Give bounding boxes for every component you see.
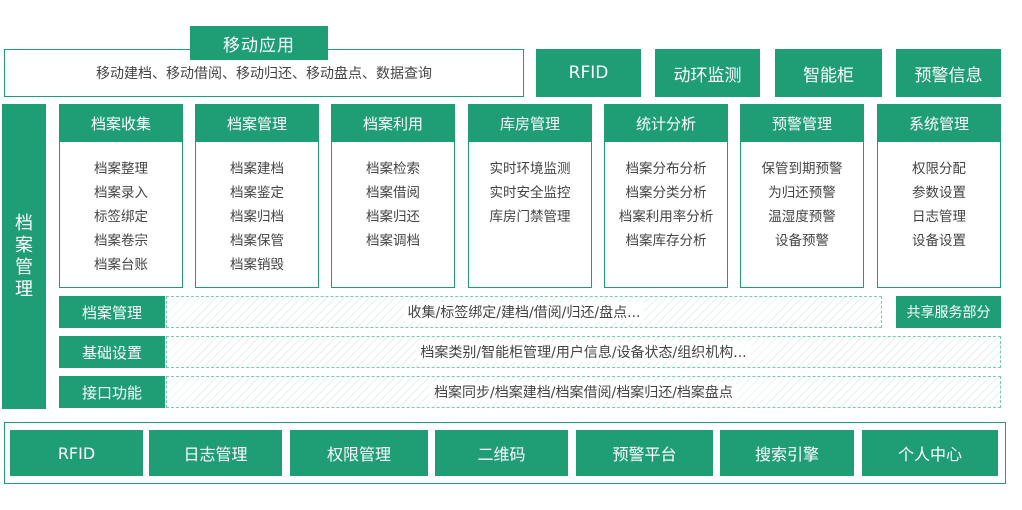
- module-title: 档案管理: [196, 105, 318, 142]
- archive-management-side-label: 档案管理: [2, 104, 46, 409]
- module-archive-utilization: 档案利用 档案检索 档案借阅 档案归还 档案调档: [331, 104, 455, 288]
- module-item: 档案检索: [366, 161, 420, 177]
- module-item: 档案销毁: [230, 257, 284, 273]
- module-item: 档案利用率分析: [618, 209, 714, 225]
- module-archive-management: 档案管理 档案建档 档案鉴定 档案归档 档案保管 档案销毁: [195, 104, 319, 288]
- bottom-log-management-box: 日志管理: [149, 430, 282, 476]
- module-system-management: 系统管理 权限分配 参数设置 日志管理 设备设置: [877, 104, 1001, 288]
- module-item: 档案分布分析: [625, 161, 707, 177]
- module-item: 权限分配: [912, 161, 966, 177]
- top-warning-info-box: 预警信息: [896, 49, 1001, 97]
- module-item: 实时环境监测: [489, 161, 571, 177]
- module-item: 保管到期预警: [761, 161, 843, 177]
- module-item: 实时安全监控: [489, 185, 571, 201]
- module-item: 档案归档: [230, 209, 284, 225]
- module-item: 档案卷宗: [94, 233, 148, 249]
- bottom-personal-center-box: 个人中心: [862, 430, 998, 476]
- module-archive-collection: 档案收集 档案整理 档案录入 标签绑定 档案卷宗 档案台账: [59, 104, 183, 288]
- module-item: 档案归还: [366, 209, 420, 225]
- module-item: 档案分类分析: [625, 185, 707, 201]
- module-item: 档案库存分析: [625, 233, 707, 249]
- module-item: 档案保管: [230, 233, 284, 249]
- module-warning-management: 预警管理 保管到期预警 为归还预警 温湿度预警 设备预警: [740, 104, 864, 288]
- bottom-qr-code-box: 二维码: [435, 430, 568, 476]
- module-item: 日志管理: [912, 209, 966, 225]
- band-interface-functions-label: 接口功能: [59, 376, 165, 408]
- module-item: 档案调档: [366, 233, 420, 249]
- module-item: 档案借阅: [366, 185, 420, 201]
- module-item: 设备预警: [775, 233, 829, 249]
- module-title: 系统管理: [878, 105, 1000, 142]
- module-item: 标签绑定: [94, 209, 148, 225]
- bottom-search-engine-box: 搜索引擎: [720, 430, 854, 476]
- band-archive-management-content: 收集/标签绑定/建档/借阅/归还/盘点...: [166, 296, 882, 328]
- mobile-app-tab: 移动应用: [190, 26, 328, 60]
- band-interface-functions-content: 档案同步/档案建档/档案借阅/档案归还/档案盘点: [166, 376, 1001, 408]
- mobile-app-description: 移动建档、移动借阅、移动归还、移动盘点、数据查询: [96, 66, 432, 82]
- band-archive-management-label: 档案管理: [59, 296, 165, 328]
- top-environment-monitor-box: 动环监测: [655, 49, 760, 97]
- shared-service-box: 共享服务部分: [896, 296, 1001, 328]
- module-title: 档案利用: [332, 105, 454, 142]
- module-title: 库房管理: [469, 105, 591, 142]
- bottom-rfid-box: RFID: [10, 430, 143, 476]
- module-title: 预警管理: [741, 105, 863, 142]
- module-item: 档案录入: [94, 185, 148, 201]
- module-item: 档案台账: [94, 257, 148, 273]
- bottom-permission-management-box: 权限管理: [290, 430, 428, 476]
- module-item: 设备设置: [912, 233, 966, 249]
- module-title: 统计分析: [605, 105, 727, 142]
- module-item: 档案鉴定: [230, 185, 284, 201]
- module-title: 档案收集: [60, 105, 182, 142]
- module-item: 档案建档: [230, 161, 284, 177]
- bottom-warning-platform-box: 预警平台: [576, 430, 713, 476]
- top-smart-cabinet-box: 智能柜: [775, 49, 882, 97]
- module-item: 档案整理: [94, 161, 148, 177]
- module-warehouse-management: 库房管理 实时环境监测 实时安全监控 库房门禁管理: [468, 104, 592, 288]
- module-statistical-analysis: 统计分析 档案分布分析 档案分类分析 档案利用率分析 档案库存分析: [604, 104, 728, 288]
- module-item: 温湿度预警: [768, 209, 836, 225]
- band-basic-settings-content: 档案类别/智能柜管理/用户信息/设备状态/组织机构...: [166, 336, 1001, 368]
- module-item: 为归还预警: [768, 185, 836, 201]
- module-item: 库房门禁管理: [489, 209, 571, 225]
- top-rfid-box: RFID: [536, 49, 641, 97]
- module-item: 参数设置: [912, 185, 966, 201]
- band-basic-settings-label: 基础设置: [59, 336, 165, 368]
